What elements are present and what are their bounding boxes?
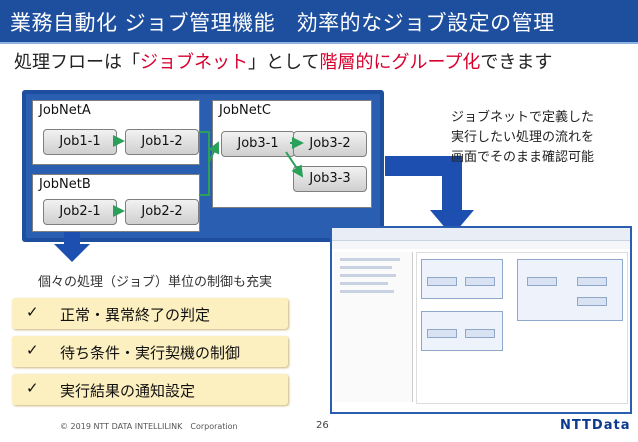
slide-subtitle: 処理フローは「ジョブネット」として階層的にグループ化できます xyxy=(14,48,552,74)
jobnet-diagram-panel: JobNetA Job1-1 Job1-2 JobNetB Job2-1 Job… xyxy=(22,90,384,242)
job-1-1[interactable]: Job1-1 xyxy=(43,129,117,155)
check-item-label: 待ち条件・実行契機の制御 xyxy=(60,344,241,362)
subtitle-highlight-jobnet: ジョブネット xyxy=(140,52,248,73)
check-item-label: 正常・異常終了の判定 xyxy=(60,306,211,324)
job-1-2[interactable]: Job1-2 xyxy=(125,129,199,155)
screenshot-tree-pane xyxy=(334,252,413,402)
job-2-2[interactable]: Job2-2 xyxy=(125,199,199,225)
job-3-2[interactable]: Job3-2 xyxy=(293,131,367,157)
jobnet-c-label: JobNetC xyxy=(219,103,271,118)
checkmark-icon: ✓ xyxy=(26,379,39,397)
checkmark-icon: ✓ xyxy=(26,303,39,321)
subtitle-highlight-hierarchy: 階層的にグループ化 xyxy=(319,52,481,73)
control-note: 個々の処理（ジョブ）単位の制御も充実 xyxy=(38,275,273,290)
slide-header: 業務自動化 ジョブ管理機能 効率的なジョブ設定の管理 xyxy=(0,0,638,42)
copyright-text: © 2019 NTT DATA INTELLILINK Corporation xyxy=(60,422,238,431)
check-item-wait-condition: ✓ 待ち条件・実行契機の制御 xyxy=(12,336,288,367)
screenshot-flow-canvas xyxy=(416,252,628,404)
jobnet-b-box: JobNetB Job2-1 Job2-2 xyxy=(32,174,200,232)
checkmark-icon: ✓ xyxy=(26,341,39,359)
jobnet-a-box: JobNetA Job1-1 Job1-2 xyxy=(32,100,200,165)
screenshot-description: ジョブネットで定義した 実行したい処理の流れを 画面でそのまま確認可能 xyxy=(451,110,595,165)
header-divider xyxy=(0,42,638,44)
page-number: 26 xyxy=(316,420,329,431)
check-item-judgement: ✓ 正常・異常終了の判定 xyxy=(12,298,288,329)
job-3-1[interactable]: Job3-1 xyxy=(221,131,295,157)
screenshot-toolbar xyxy=(332,241,630,249)
job-2-1[interactable]: Job2-1 xyxy=(43,199,117,225)
subtitle-text-3: できます xyxy=(480,52,553,73)
jobnet-a-label: JobNetA xyxy=(39,103,91,118)
subtitle-text-2: 」として xyxy=(248,52,320,73)
big-arrow-to-screenshot xyxy=(385,156,474,236)
check-item-notification: ✓ 実行結果の通知設定 xyxy=(12,374,288,405)
jobnet-b-label: JobNetB xyxy=(39,177,91,192)
screenshot-titlebar xyxy=(332,228,630,241)
subtitle-text-1: 処理フローは「 xyxy=(14,52,140,73)
app-screenshot xyxy=(330,226,632,414)
down-arrow-icon xyxy=(54,232,90,262)
job-3-3[interactable]: Job3-3 xyxy=(293,166,367,192)
slide-title: 業務自動化 ジョブ管理機能 効率的なジョブ設定の管理 xyxy=(10,11,555,35)
check-item-label: 実行結果の通知設定 xyxy=(60,382,196,400)
nttdata-logo: NTTData xyxy=(560,418,631,433)
